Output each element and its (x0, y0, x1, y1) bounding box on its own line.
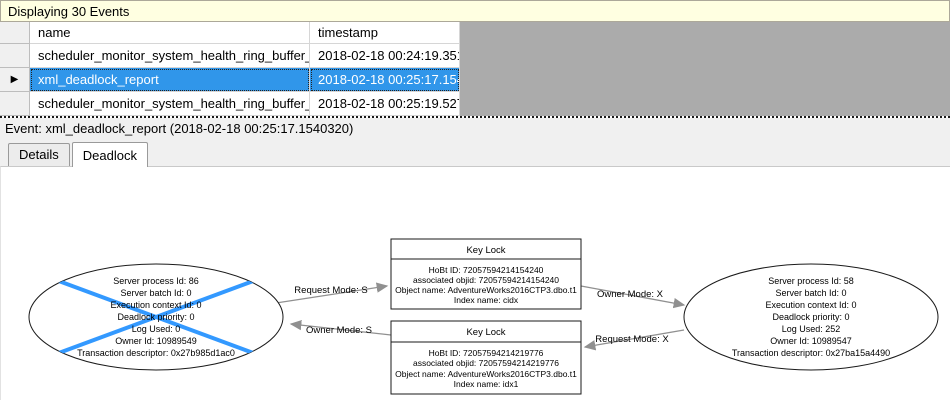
table-row[interactable]: scheduler_monitor_system_health_ring_buf… (0, 44, 950, 68)
svg-text:Deadlock priority: 0: Deadlock priority: 0 (117, 312, 194, 322)
current-row-arrow-icon: ▶ (10, 73, 19, 85)
process-node-victim[interactable]: Server process Id: 86 Server batch Id: 0… (21, 263, 291, 371)
process-node[interactable]: Server process Id: 58 Server batch Id: 0… (683, 263, 939, 371)
svg-text:Log Used: 0: Log Used: 0 (132, 324, 181, 334)
row-header-cell (0, 92, 30, 116)
cell-name[interactable]: scheduler_monitor_system_health_ring_buf… (30, 44, 310, 68)
svg-text:associated objid: 720575942141: associated objid: 72057594214154240 (413, 275, 559, 285)
edge-request-x: Request Mode: X (583, 329, 685, 351)
svg-text:Owner Id: 10989549: Owner Id: 10989549 (115, 336, 197, 346)
row-header-cell: ▶ (0, 68, 30, 92)
edge-label-owner-s: Owner Mode: S (306, 325, 372, 336)
tab-strip: Details Deadlock (0, 140, 950, 167)
deadlock-tab-page: Request Mode: S Owner Mode: S Owner Mode… (0, 166, 950, 400)
svg-text:Key Lock: Key Lock (466, 327, 505, 338)
events-count-header: Displaying 30 Events (0, 0, 950, 22)
selected-event-label: Event: xml_deadlock_report (2018-02-18 0… (0, 118, 950, 140)
svg-text:Execution context Id: 0: Execution context Id: 0 (110, 300, 201, 310)
svg-text:HoBt ID: 72057594214219776: HoBt ID: 72057594214219776 (429, 348, 544, 358)
tab-details[interactable]: Details (8, 143, 70, 166)
edge-label-request-s: Request Mode: S (294, 285, 367, 296)
cell-timestamp[interactable]: 2018-02-18 00:25:17.1540320 (310, 68, 460, 92)
edge-owner-s: Owner Mode: S (289, 319, 392, 336)
victim-cross-icon (29, 265, 283, 369)
svg-text:Log Used: 252: Log Used: 252 (782, 324, 841, 334)
svg-text:Server batch Id: 0: Server batch Id: 0 (120, 288, 191, 298)
svg-text:Object name: AdventureWorks201: Object name: AdventureWorks2016CTP3.dbo.… (395, 369, 577, 379)
tab-deadlock[interactable]: Deadlock (71, 142, 148, 167)
cell-name[interactable]: scheduler_monitor_system_health_ring_buf… (30, 92, 310, 116)
svg-text:Server batch Id: 0: Server batch Id: 0 (775, 288, 846, 298)
svg-text:Deadlock priority: 0: Deadlock priority: 0 (772, 312, 849, 322)
edge-request-s: Request Mode: S (275, 282, 389, 304)
svg-text:Server process Id: 86: Server process Id: 86 (113, 276, 199, 286)
svg-text:Transaction descriptor: 0x27ba: Transaction descriptor: 0x27ba15a4490 (732, 348, 890, 358)
svg-text:associated objid: 720575942142: associated objid: 72057594214219776 (413, 358, 559, 368)
table-row-selected[interactable]: ▶ xml_deadlock_report 2018-02-18 00:25:1… (0, 68, 950, 92)
svg-text:Key Lock: Key Lock (466, 245, 505, 256)
edge-owner-x: Owner Mode: X (580, 285, 686, 309)
events-grid: name timestamp scheduler_monitor_system_… (0, 22, 950, 116)
grid-corner-cell (0, 22, 30, 44)
cell-name[interactable]: xml_deadlock_report (30, 68, 310, 92)
table-row[interactable]: scheduler_monitor_system_health_ring_buf… (0, 92, 950, 116)
svg-text:Owner Id: 10989547: Owner Id: 10989547 (770, 336, 852, 346)
svg-text:Index name: cidx: Index name: cidx (454, 295, 519, 305)
svg-text:Execution context Id: 0: Execution context Id: 0 (765, 300, 856, 310)
grid-header-row: name timestamp (0, 22, 950, 44)
svg-text:Transaction descriptor: 0x27b9: Transaction descriptor: 0x27b985d1ac0 (77, 348, 235, 358)
column-header-timestamp[interactable]: timestamp (310, 22, 460, 44)
deadlock-graph: Request Mode: S Owner Mode: S Owner Mode… (21, 238, 939, 395)
svg-text:Server process Id: 58: Server process Id: 58 (768, 276, 854, 286)
svg-text:Index name: idx1: Index name: idx1 (454, 379, 519, 389)
cell-timestamp[interactable]: 2018-02-18 00:24:19.3516078 (310, 44, 460, 68)
svg-text:Object name: AdventureWorks201: Object name: AdventureWorks2016CTP3.dbo.… (395, 285, 577, 295)
grid-splitter[interactable] (0, 116, 950, 118)
svg-text:HoBt ID: 72057594214154240: HoBt ID: 72057594214154240 (429, 265, 544, 275)
column-header-name[interactable]: name (30, 22, 310, 44)
edge-label-owner-x: Owner Mode: X (597, 289, 664, 300)
resource-node-keylock-idx1[interactable]: Key Lock HoBt ID: 72057594214219776 asso… (390, 320, 582, 395)
row-header-cell (0, 44, 30, 68)
edge-label-request-x: Request Mode: X (595, 334, 669, 345)
cell-timestamp[interactable]: 2018-02-18 00:25:19.5276859 (310, 92, 460, 116)
resource-node-keylock-cidx[interactable]: Key Lock HoBt ID: 72057594214154240 asso… (390, 238, 582, 310)
